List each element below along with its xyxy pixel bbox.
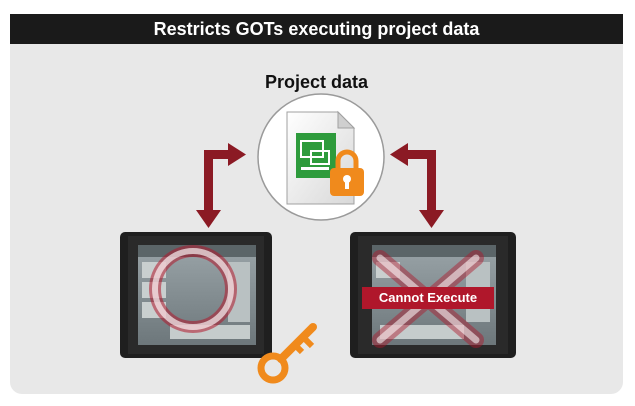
project-data-icon [257, 93, 385, 221]
cannot-execute-label: Cannot Execute [362, 287, 494, 309]
diagram-card: Restricts GOTs executing project data Pr… [10, 14, 623, 394]
project-data-title: Project data [264, 72, 369, 92]
left-sync-arrow [196, 143, 246, 228]
got-panel-allowed [120, 232, 272, 358]
right-sync-arrow [390, 143, 444, 228]
title-banner: Restricts GOTs executing project data [10, 14, 623, 44]
key-icon [257, 323, 317, 384]
padlock-icon [330, 149, 364, 196]
